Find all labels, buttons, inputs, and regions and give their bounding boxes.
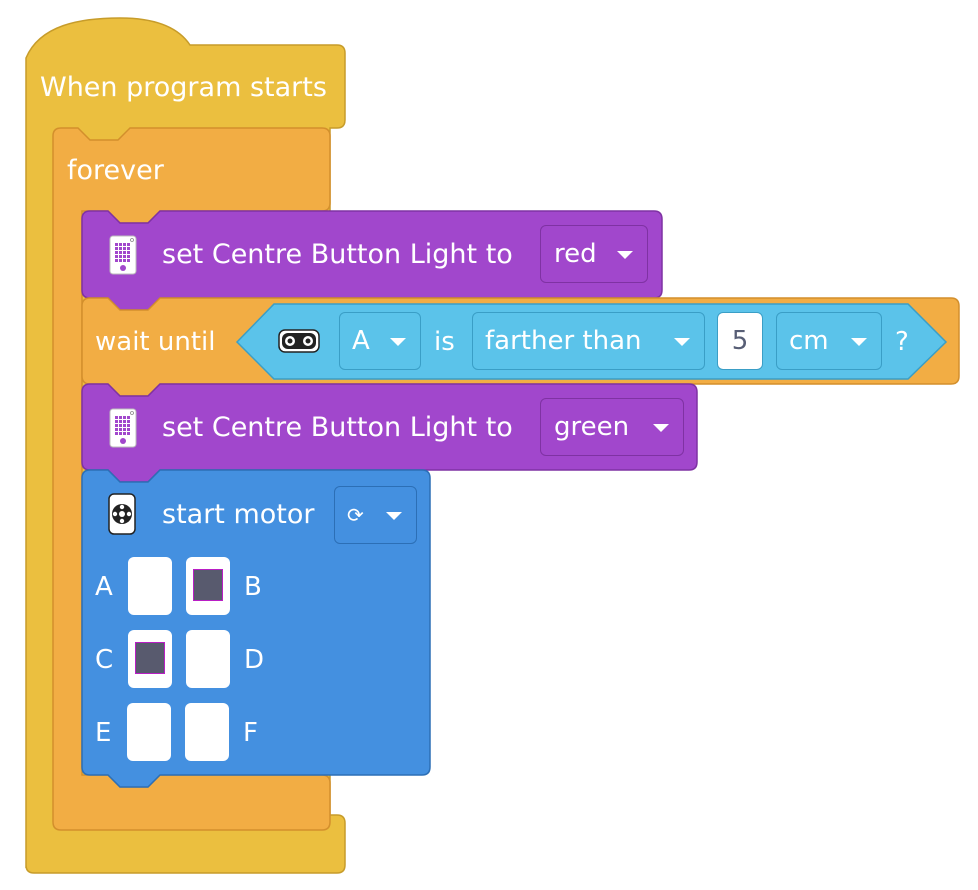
port-label-b: B — [244, 572, 262, 602]
comparison-value: farther than — [485, 326, 642, 356]
sensor-port-value: A — [352, 326, 370, 356]
motor-icon — [108, 493, 136, 535]
chevron-down-icon — [653, 424, 669, 432]
light-color-value: red — [554, 239, 597, 269]
unit-dropdown[interactable]: cm — [776, 312, 882, 370]
port-label-f: F — [243, 718, 258, 748]
chevron-down-icon — [617, 251, 633, 259]
chevron-down-icon — [386, 512, 402, 520]
light-color-value: green — [554, 412, 630, 442]
port-checkbox-f[interactable] — [185, 703, 229, 761]
port-checkbox-a[interactable] — [128, 557, 172, 615]
light-color-dropdown-red[interactable]: red — [540, 225, 648, 283]
hat-block-label: When program starts — [40, 72, 327, 103]
motor-direction-dropdown[interactable]: ⟳ — [334, 486, 417, 544]
port-checkbox-e[interactable] — [127, 703, 171, 761]
sensor-port-dropdown[interactable]: A — [339, 312, 421, 370]
comparison-dropdown[interactable]: farther than — [472, 312, 705, 370]
port-selected-indicator — [193, 569, 223, 601]
set-light-green-label: set Centre Button Light to — [162, 412, 513, 443]
port-selected-indicator — [135, 642, 165, 674]
port-label-d: D — [244, 645, 265, 675]
port-checkbox-d[interactable] — [186, 630, 230, 688]
wait-until-label: wait until — [95, 327, 216, 357]
chevron-down-icon — [674, 338, 690, 346]
start-motor-label: start motor — [162, 499, 315, 530]
hub-light-icon — [109, 408, 137, 448]
question-suffix: ? — [895, 327, 909, 357]
is-label: is — [434, 327, 455, 357]
clockwise-icon: ⟳ — [347, 503, 364, 527]
distance-sensor-icon — [278, 329, 320, 353]
chevron-down-icon — [390, 338, 406, 346]
port-label-a: A — [95, 572, 113, 602]
port-checkbox-c[interactable] — [128, 630, 172, 688]
light-color-dropdown-green[interactable]: green — [540, 398, 684, 456]
distance-value-input[interactable]: 5 — [717, 312, 763, 370]
set-light-red-label: set Centre Button Light to — [162, 239, 513, 270]
port-label-c: C — [95, 645, 114, 675]
hub-light-icon — [109, 235, 137, 275]
unit-value: cm — [789, 326, 829, 356]
port-label-e: E — [95, 718, 112, 748]
chevron-down-icon — [851, 338, 867, 346]
port-checkbox-b[interactable] — [186, 557, 230, 615]
forever-block-label: forever — [67, 155, 164, 186]
